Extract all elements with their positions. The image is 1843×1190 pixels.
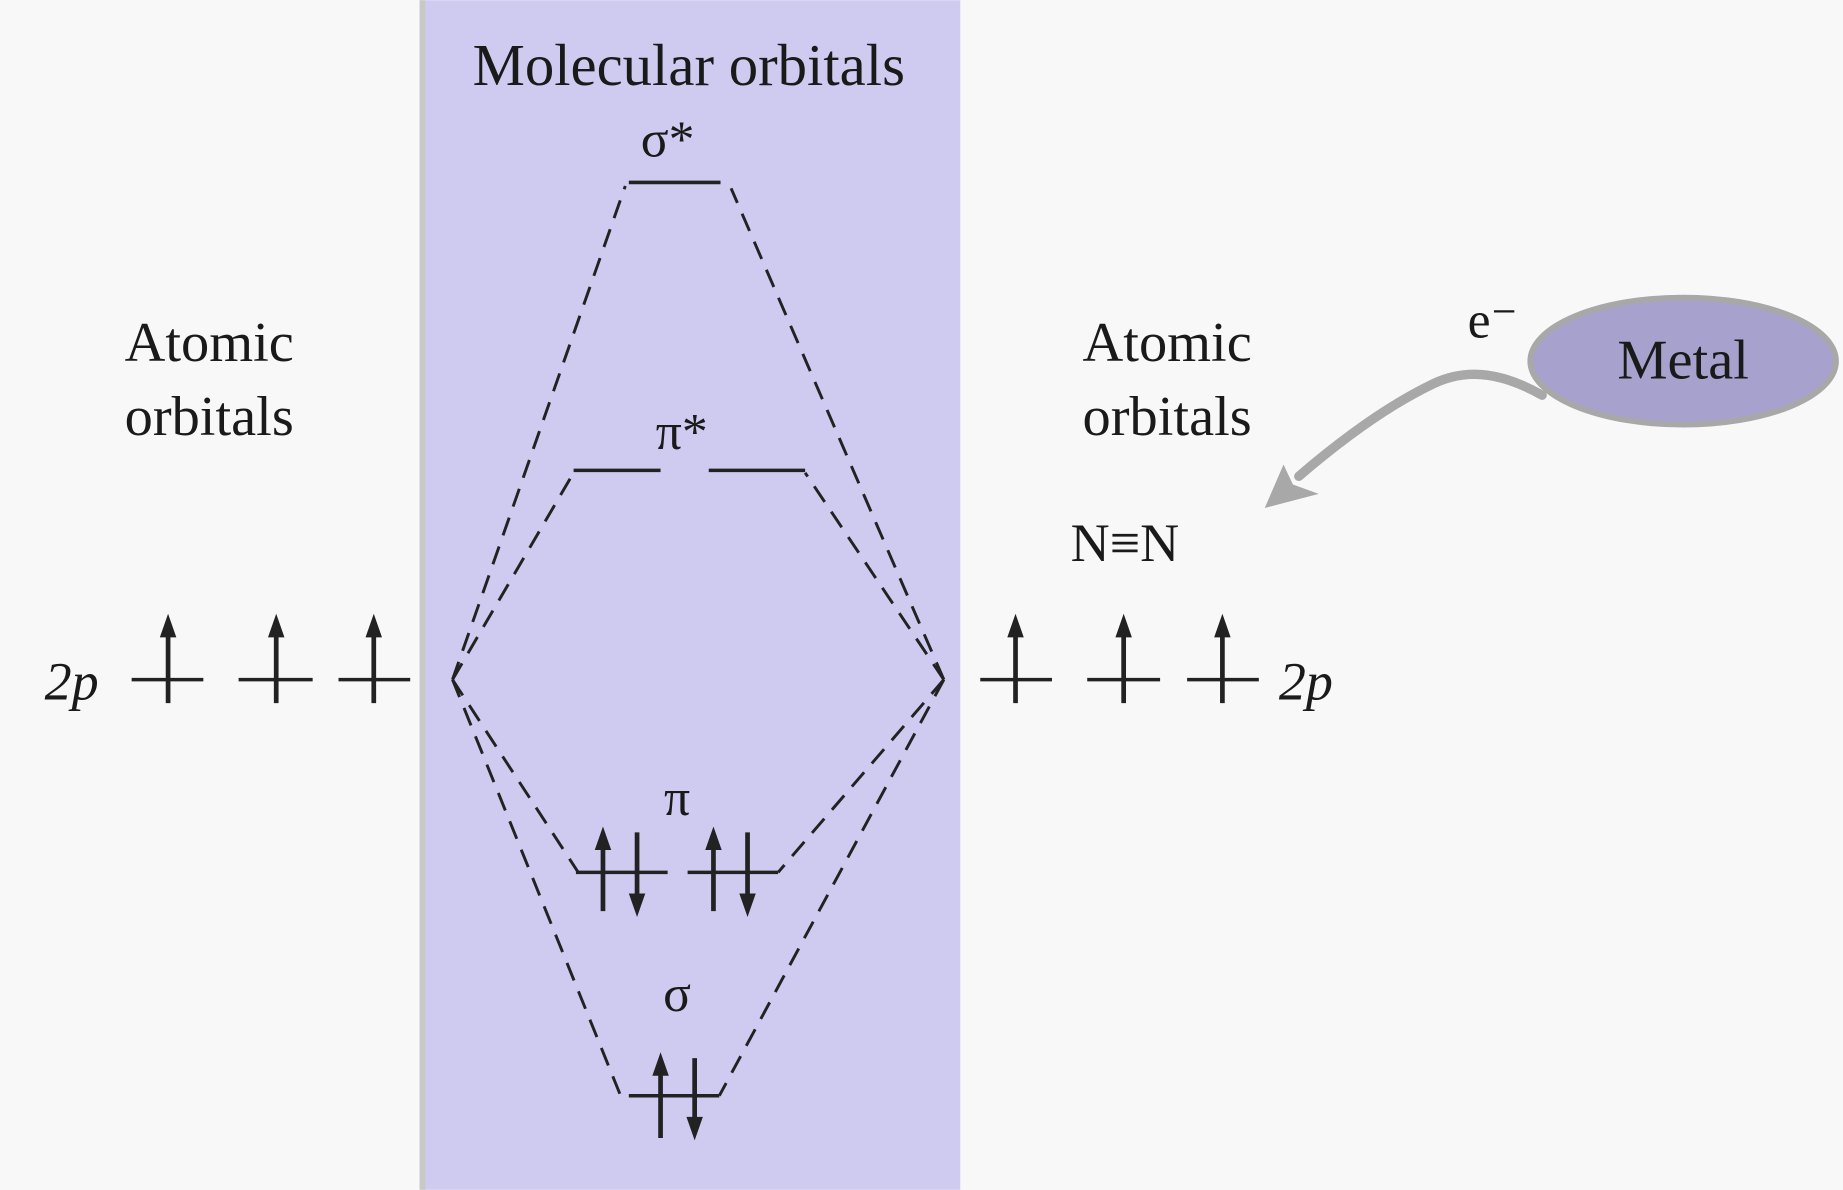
spin-up-arrow-head <box>267 613 285 638</box>
electron-transfer-arrowhead <box>1264 464 1319 509</box>
electron-arrows <box>159 613 1231 1141</box>
molecular-orbitals-band <box>419 0 961 1190</box>
sigma-label: σ <box>663 966 691 1023</box>
metal-ellipse <box>1527 294 1839 428</box>
right-atomic-label-1: Atomic <box>1083 312 1252 374</box>
electron-transfer-arrow <box>1294 369 1547 481</box>
left-atomic-label-1: Atomic <box>125 312 294 374</box>
sigma-star-label: σ* <box>641 112 695 169</box>
spin-down-arrow-head <box>686 1116 703 1141</box>
spin-up-arrow-head <box>159 613 177 638</box>
spin-up-arrow-head <box>1214 613 1231 638</box>
electron-label: e⁻ <box>1468 293 1518 350</box>
mo-levels <box>573 180 806 1098</box>
spin-up-arrow-head <box>705 826 722 851</box>
correlation-lines <box>451 185 946 1097</box>
spin-up-arrow-head <box>1007 613 1024 638</box>
molecule-label: N≡N <box>1071 513 1180 573</box>
mo-title: Molecular orbitals <box>473 33 905 98</box>
pi-star-label: π* <box>656 404 708 461</box>
spin-up-arrow-head <box>365 613 382 638</box>
pi-label: π <box>664 770 690 827</box>
spin-down-arrow-head <box>739 893 756 918</box>
spin-up-arrow-head <box>652 1052 669 1076</box>
band-edge <box>419 0 426 1190</box>
right-atomic-label-2: orbitals <box>1083 386 1252 448</box>
left-atomic-label-2: orbitals <box>125 386 294 448</box>
metal-label: Metal <box>1617 330 1749 392</box>
spin-up-arrow-head <box>594 826 612 851</box>
left-2p-label: 2p <box>45 652 99 712</box>
right-2p-label: 2p <box>1279 652 1333 712</box>
spin-up-arrow-head <box>1115 613 1132 638</box>
spin-down-arrow-head <box>628 893 646 918</box>
